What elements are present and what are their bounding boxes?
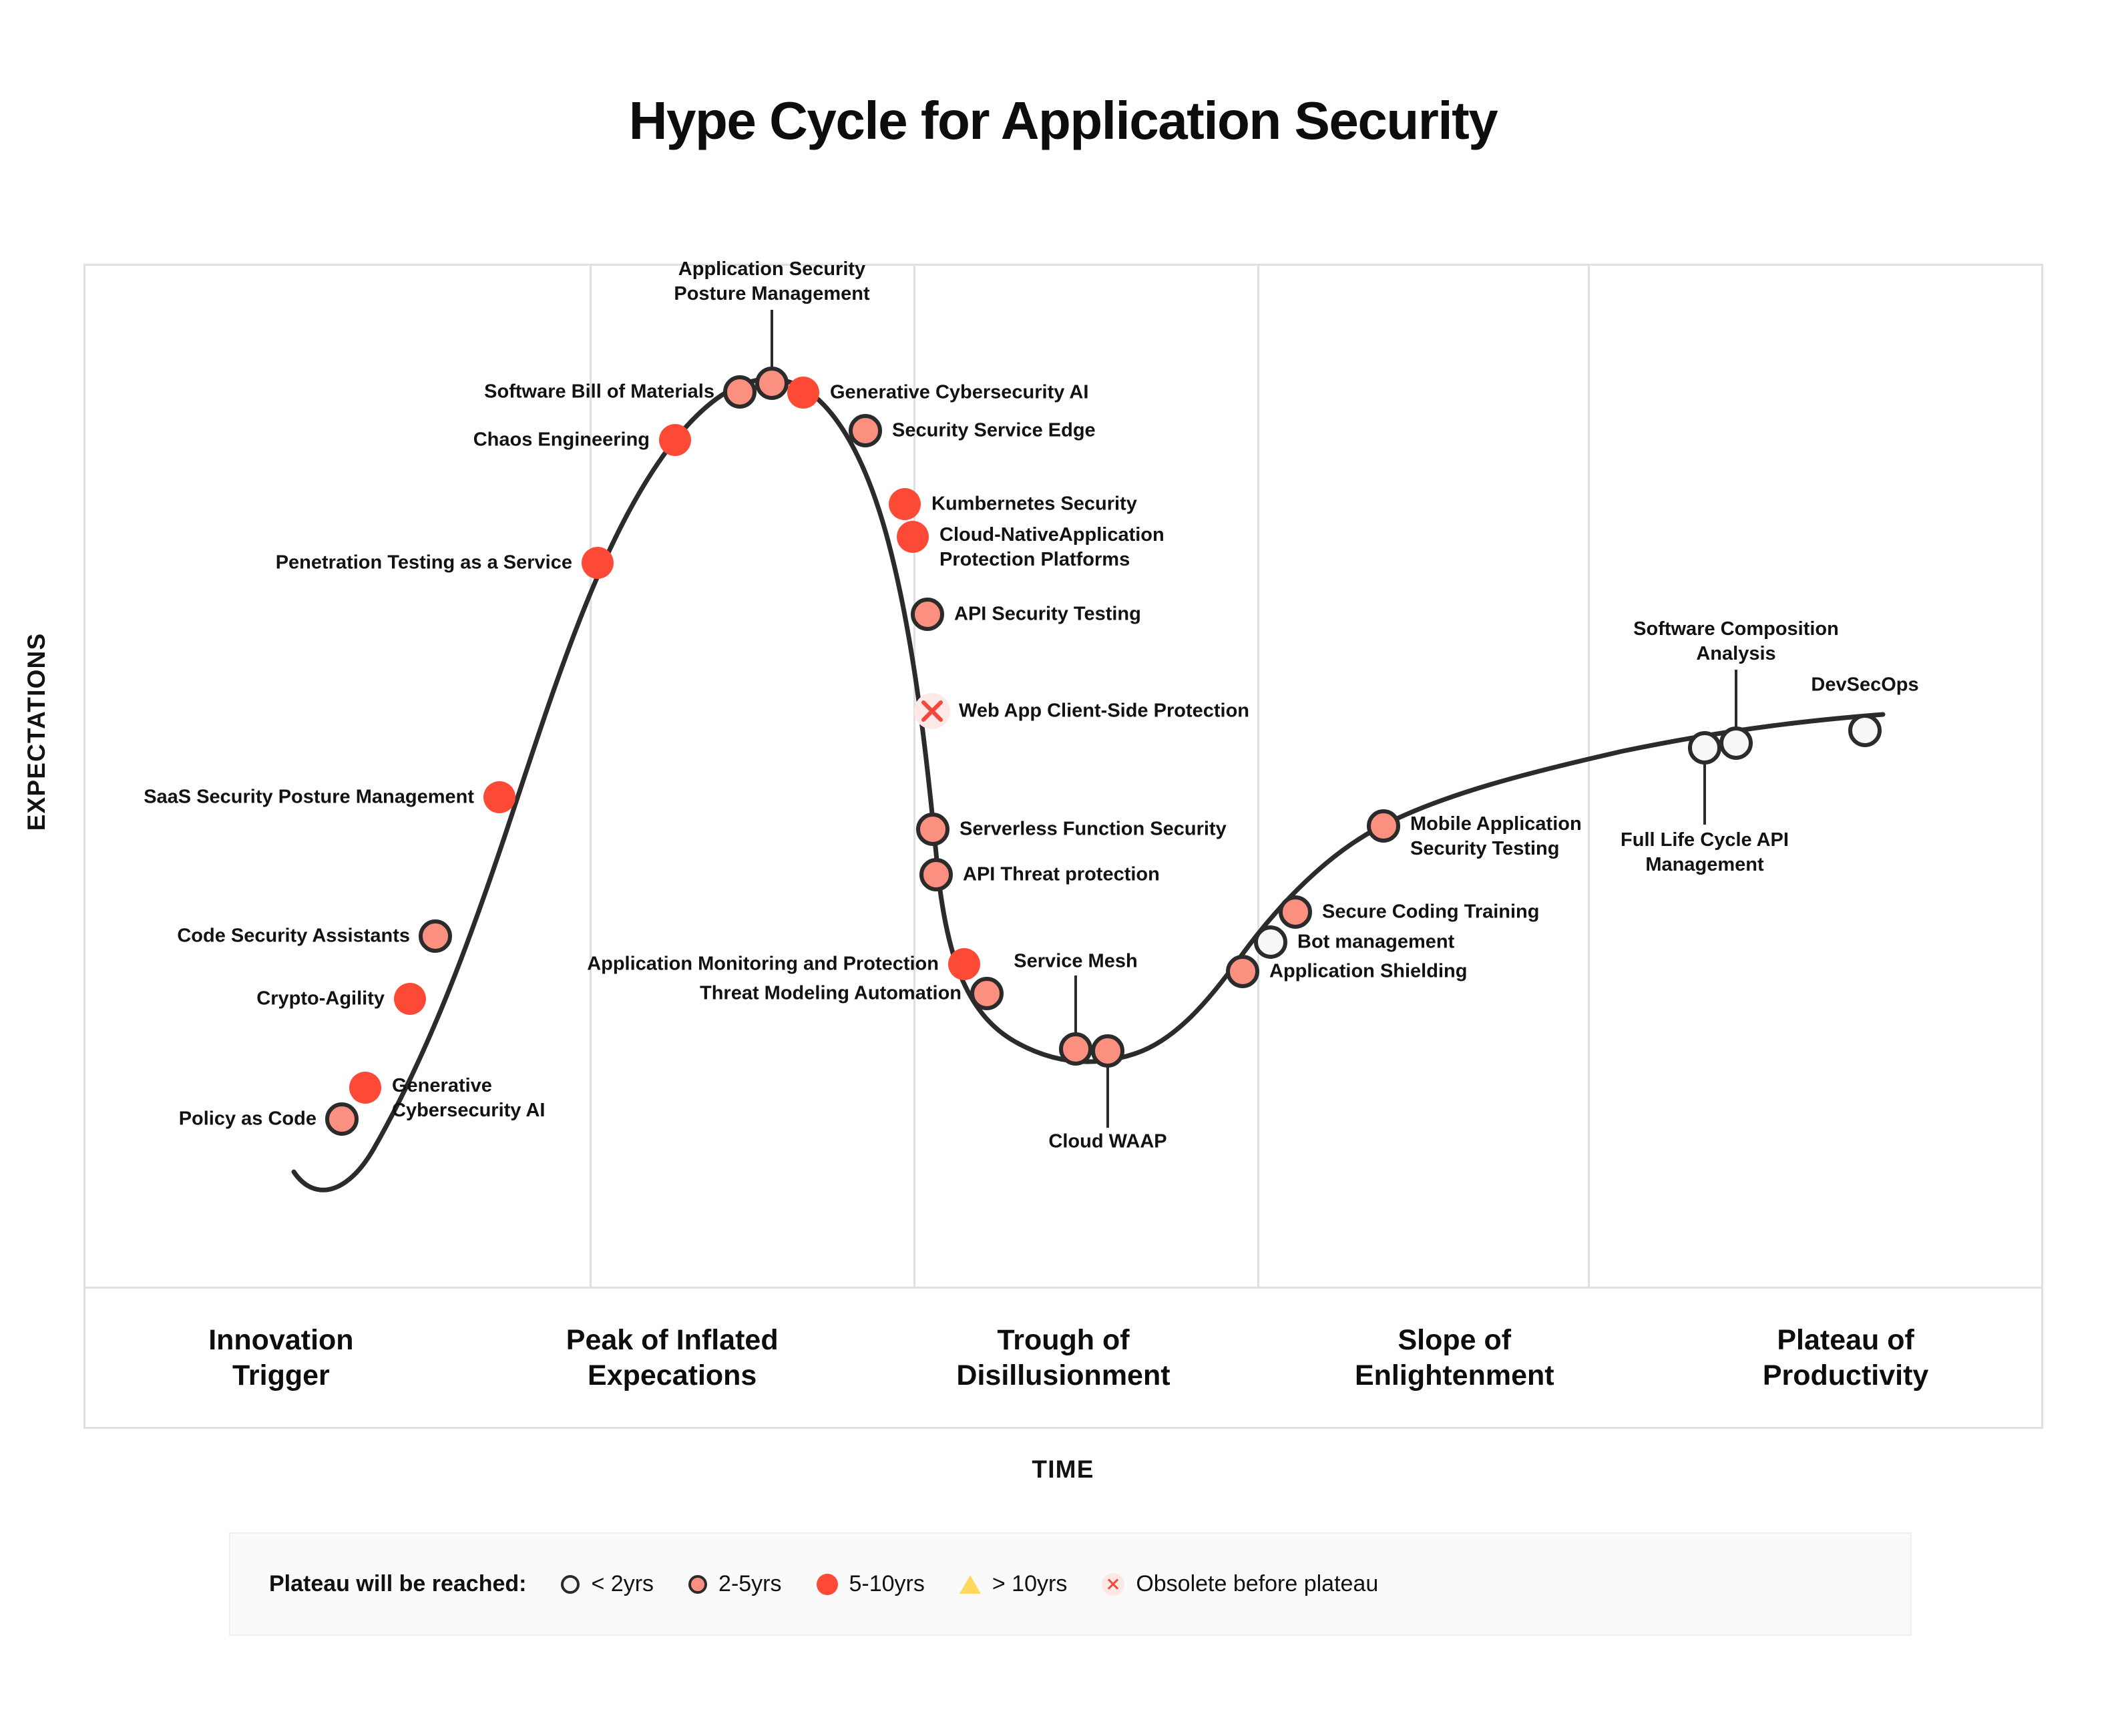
legend-item-obsolete-before-plateau[interactable]: Obsolete before plateau bbox=[1102, 1571, 1378, 1597]
phase-line-2: Expecations bbox=[588, 1359, 757, 1391]
point-label-mobile-application-security-testing: Mobile Application Security Testing bbox=[1410, 813, 1582, 859]
legend-title: Plateau will be reached: bbox=[269, 1571, 527, 1596]
phase-line-1: Trough of bbox=[997, 1324, 1130, 1357]
x-obsolete-icon bbox=[1102, 1572, 1125, 1596]
point-label-threat-modeling-automation: Threat Modeling Automation bbox=[699, 982, 962, 1004]
point-label-application-shielding: Application Shielding bbox=[1269, 960, 1468, 982]
phase-line-2: Disillusionment bbox=[956, 1359, 1171, 1391]
phase-line-2: Trigger bbox=[232, 1359, 330, 1391]
point-label-service-mesh: Service Mesh bbox=[1014, 950, 1138, 972]
point-label-generative-cybersecurity-ai: Generative Cybersecurity AI bbox=[830, 381, 1089, 403]
circle-salmon-icon bbox=[688, 1574, 708, 1594]
x-axis-label: TIME bbox=[1032, 1456, 1094, 1483]
point-label-secure-coding-training: Secure Coding Training bbox=[1322, 901, 1540, 923]
legend-item-label: 2-5yrs bbox=[718, 1571, 782, 1596]
point-label-policy-as-code: Policy as Code bbox=[178, 1108, 316, 1130]
phase-cell-innovation-trigger: Innovation Trigger bbox=[85, 1289, 477, 1427]
phase-line-1: Plateau of bbox=[1777, 1324, 1914, 1357]
legend-item-label: > 10yrs bbox=[992, 1571, 1068, 1596]
phase-label-band: Innovation Trigger Peak of Inflated Expe… bbox=[83, 1289, 2043, 1429]
legend-item-label: 5-10yrs bbox=[849, 1571, 925, 1596]
legend-item-10yrs[interactable]: > 10yrs bbox=[959, 1571, 1068, 1597]
circle-red-icon bbox=[816, 1573, 838, 1595]
point-label-application-monitoring-and-protection: Application Monitoring and Protection bbox=[587, 953, 939, 975]
point-label-kumbernetes-security: Kumbernetes Security bbox=[931, 493, 1137, 515]
phase-line-1: Slope of bbox=[1398, 1324, 1512, 1357]
legend-item-5-10yrs[interactable]: 5-10yrs bbox=[816, 1571, 925, 1597]
point-label-cloud-waap: Cloud WAAP bbox=[1048, 1130, 1167, 1152]
point-label-application-security-posture-management: Application Security Posture Management bbox=[674, 258, 870, 304]
point-label-full-life-cycle-api-management: Full Life Cycle API Management bbox=[1621, 829, 1789, 875]
phase-cell-trough-of-disillusionment: Trough of Disillusionment bbox=[868, 1289, 1259, 1427]
point-label-cloud-nativeapplication-protection-platforms: Cloud-NativeApplication Protection Platf… bbox=[939, 523, 1164, 570]
phase-cell-plateau-of-productivity: Plateau of Productivity bbox=[1650, 1289, 2041, 1427]
triangle-yellow-icon bbox=[959, 1574, 981, 1594]
circle-hollow-icon bbox=[561, 1574, 580, 1594]
phase-cell-slope-of-enlightenment: Slope of Enlightenment bbox=[1259, 1289, 1650, 1427]
point-label-api-security-testing: API Security Testing bbox=[954, 603, 1141, 625]
phase-divider bbox=[1588, 266, 1590, 1287]
phase-line-1: Peak of Inflated bbox=[566, 1324, 779, 1357]
point-label-web-app-client-side-protection: Web App Client-Side Protection bbox=[959, 700, 1250, 722]
point-label-serverless-function-security: Serverless Function Security bbox=[960, 818, 1227, 840]
phase-line-2: Productivity bbox=[1762, 1359, 1929, 1391]
legend-items: < 2yrs 2-5yrs 5-10yrs > 10yrs Obsolete befor… bbox=[526, 1571, 1378, 1597]
y-axis-label: EXPECTATIONS bbox=[23, 632, 50, 831]
point-label-software-composition-analysis: Software Composition Analysis bbox=[1633, 618, 1839, 664]
phase-line-1: Innovation bbox=[208, 1324, 354, 1357]
legend-item-label: Obsolete before plateau bbox=[1136, 1571, 1379, 1596]
point-label-saas-security-posture-management: SaaS Security Posture Management bbox=[144, 786, 474, 808]
phase-line-2: Enlightenment bbox=[1354, 1359, 1554, 1391]
legend-item-2yrs[interactable]: < 2yrs bbox=[561, 1571, 654, 1597]
point-label-chaos-engineering: Chaos Engineering bbox=[473, 429, 650, 451]
point-label-software-bill-of-materials: Software Bill of Materials bbox=[484, 381, 714, 403]
phase-cell-peak-of-inflated-expectations: Peak of Inflated Expecations bbox=[477, 1289, 868, 1427]
point-label-api-threat-protection: API Threat protection bbox=[963, 863, 1160, 885]
point-label-code-security-assistants: Code Security Assistants bbox=[177, 925, 410, 947]
point-label-generative-cybersecurity-ai: Generative Cybersecurity AI bbox=[392, 1074, 546, 1121]
legend-item-2-5yrs[interactable]: 2-5yrs bbox=[688, 1571, 782, 1597]
phase-divider bbox=[590, 266, 592, 1287]
point-label-bot-management: Bot management bbox=[1297, 931, 1455, 953]
point-label-devsecops: DevSecOps bbox=[1811, 674, 1919, 696]
page-title: Hype Cycle for Application Security bbox=[628, 91, 1498, 150]
point-label-security-service-edge: Security Service Edge bbox=[892, 419, 1096, 441]
point-label-penetration-testing-as-a-service: Penetration Testing as a Service bbox=[275, 552, 572, 574]
point-label-crypto-agility: Crypto-Agility bbox=[256, 988, 385, 1010]
legend-item-label: < 2yrs bbox=[591, 1571, 654, 1596]
legend: Plateau will be reached: < 2yrs 2-5yrs 5-1… bbox=[229, 1532, 1912, 1636]
phase-divider bbox=[1257, 266, 1259, 1287]
